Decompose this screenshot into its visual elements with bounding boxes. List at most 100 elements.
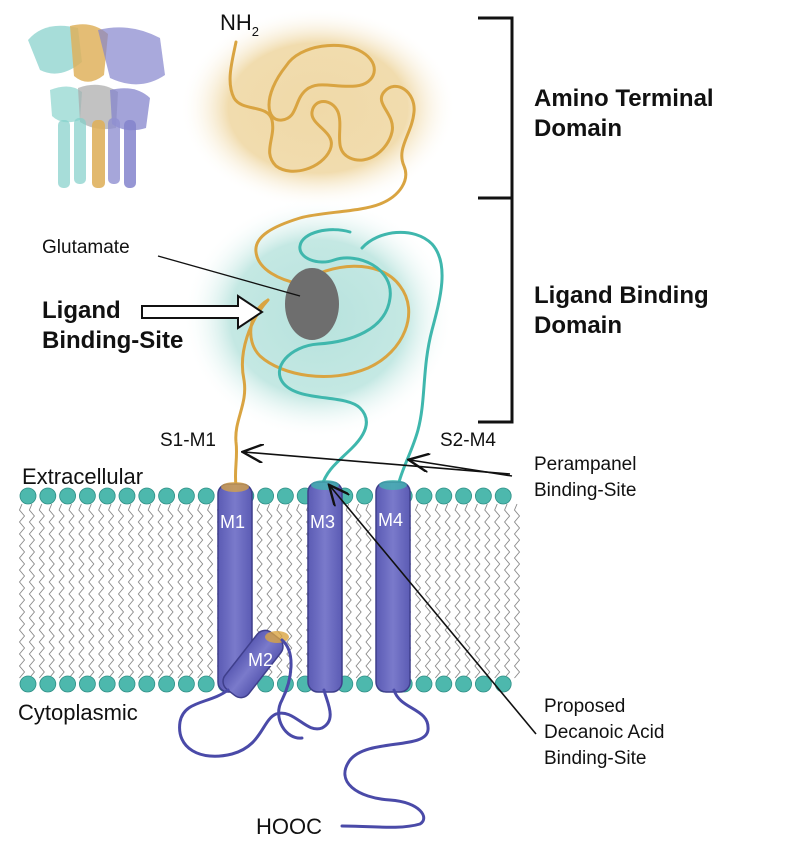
lipid-head-outer: [177, 487, 195, 505]
perampanel-label-line2: Binding-Site: [534, 480, 636, 501]
lipid-head-outer: [19, 487, 37, 505]
perampanel-label-line1: Perampanel: [534, 454, 636, 475]
lipid-head-outer: [39, 487, 57, 505]
lipid-head-inner: [455, 675, 473, 693]
amino-terminal-domain-cloud: [180, 8, 456, 208]
glutamate-molecule: [285, 268, 339, 340]
extracellular-label: Extracellular: [22, 464, 143, 489]
lipid-head-inner: [39, 675, 57, 693]
lipid-tail: [18, 503, 26, 679]
lipid-head-inner: [19, 675, 37, 693]
lipid-tail: [48, 503, 55, 679]
lipid-head-outer: [98, 487, 116, 505]
m1-label: M1: [220, 512, 245, 532]
m1-top-cap: [221, 482, 249, 492]
lipid-tail: [504, 503, 511, 679]
s1m1-label: S1-M1: [160, 430, 216, 451]
lipid-tail: [38, 503, 45, 679]
m2-top-cap: [265, 631, 289, 643]
lipid-tail: [345, 503, 352, 679]
lipid-head-inner: [474, 675, 492, 693]
lipid-tail: [286, 503, 293, 679]
lipid-head-inner: [494, 675, 512, 693]
lipid-head-outer: [356, 487, 374, 505]
lipid-head-outer: [435, 487, 453, 505]
m4-top-cap: [379, 480, 407, 490]
lipid-tail: [434, 503, 441, 679]
ligand-binding-domain-label-line2: Domain: [534, 312, 622, 339]
lipid-tail: [474, 503, 481, 679]
glutamate-pointer: [157, 255, 301, 297]
lipid-head-inner: [59, 675, 76, 693]
lipid-tail: [147, 503, 154, 679]
lipid-tail: [494, 503, 501, 679]
ligand-binding-site-label-line1: Ligand: [42, 297, 121, 324]
lipid-tail: [68, 503, 75, 679]
lipid-tail: [484, 503, 491, 679]
perampanel-arrow-s2m4: [410, 460, 513, 477]
lipid-tail: [454, 503, 461, 679]
m4-label: M4: [378, 510, 403, 530]
nh2-label: NH2: [220, 10, 259, 39]
lipid-tail: [167, 503, 174, 679]
lipid-tail: [58, 503, 65, 679]
lipid-tail: [177, 503, 184, 679]
lipid-head-outer: [158, 487, 176, 505]
ligand-domain-teal-strand: [277, 228, 444, 488]
lipid-tail: [108, 503, 115, 679]
s2m4-label: S2-M4: [440, 430, 496, 451]
lipid-head-inner: [79, 675, 96, 693]
c-terminal-tail: [340, 688, 430, 829]
lipid-tail: [296, 503, 303, 679]
lipid-head-outer: [474, 487, 492, 505]
lipid-head-outer: [59, 487, 76, 505]
decanoic-acid-label-line3: Binding-Site: [544, 748, 646, 769]
lipid-tail: [28, 503, 35, 679]
lipid-head-inner: [158, 675, 176, 693]
amino-terminal-chain: [228, 40, 416, 286]
hooc-label: HOOC: [256, 814, 322, 839]
lipid-head-inner: [356, 675, 374, 693]
glutamate-label: Glutamate: [42, 237, 130, 258]
ligand-domain-gold-strand: [233, 264, 411, 488]
m2-label: M2: [248, 650, 273, 670]
ligand-binding-site-label-line2: Binding-Site: [42, 327, 183, 354]
decanoic-acid-arrow: [330, 486, 537, 735]
m3-label: M3: [310, 512, 335, 532]
lipid-tail: [117, 503, 125, 679]
lipid-tail: [187, 503, 194, 679]
lipid-tail: [424, 503, 431, 679]
lipid-tail: [127, 503, 134, 679]
amino-terminal-domain-label-line1: Amino Terminal: [534, 85, 714, 112]
amino-terminal-domain-label-line2: Domain: [534, 115, 622, 142]
lipid-head-inner: [98, 675, 116, 693]
lipid-head-outer: [276, 487, 294, 505]
cytoplasmic-loops: [178, 638, 332, 758]
lipid-head-outer: [118, 487, 136, 505]
lipid-head-inner: [435, 675, 453, 693]
decanoic-acid-label-line1: Proposed: [544, 696, 625, 717]
ligand-binding-domain-label-line1: Ligand Binding: [534, 282, 709, 309]
lipid-head-inner: [415, 675, 433, 693]
amino-terminal-bracket: [478, 16, 514, 200]
lipid-head-outer: [79, 487, 96, 505]
lipid-head-inner: [177, 675, 195, 693]
decanoic-acid-label-line2: Decanoic Acid: [544, 722, 664, 743]
lipid-tail: [444, 503, 451, 679]
lipid-head-outer: [415, 487, 433, 505]
lipid-tail: [513, 503, 521, 679]
lipid-head-outer: [257, 487, 275, 505]
ligand-binding-bracket: [478, 196, 514, 424]
lipid-tail: [78, 503, 85, 679]
lipid-tail: [137, 503, 144, 679]
lipid-tail: [355, 503, 362, 679]
amino-terminal-loop: [267, 43, 376, 122]
ligand-site-arrow: [141, 294, 264, 330]
lipid-tail: [98, 503, 105, 679]
lipid-head-inner: [138, 675, 156, 693]
cytoplasmic-label: Cytoplasmic: [18, 700, 138, 725]
m3-top-cap: [311, 480, 339, 490]
lipid-head-outer: [455, 487, 473, 505]
lipid-tail: [197, 503, 204, 679]
lipid-tail: [88, 503, 95, 679]
